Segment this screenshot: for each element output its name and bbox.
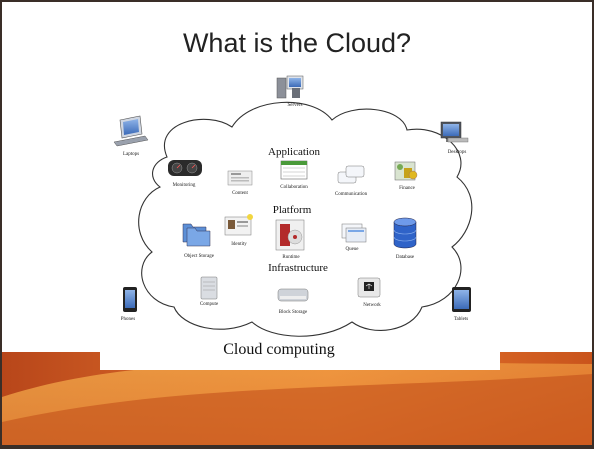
network-icon bbox=[357, 277, 381, 298]
finance-icon bbox=[394, 161, 418, 181]
layer-infrastructure: Infrastructure bbox=[268, 262, 328, 274]
gauge-icon bbox=[168, 160, 202, 176]
phone-icon bbox=[123, 287, 137, 312]
queue-label: Queue bbox=[345, 247, 359, 252]
layer-application: Application bbox=[268, 146, 320, 158]
database-icon bbox=[393, 217, 417, 249]
compute-icon bbox=[200, 276, 218, 300]
identity-label: Identity bbox=[231, 242, 247, 247]
communication-label: Communication bbox=[335, 192, 368, 197]
cloud-diagram: Servers Laptops Desktops Phones Tablets bbox=[2, 75, 592, 445]
laptop-icon bbox=[113, 115, 149, 147]
chat-icon bbox=[337, 165, 365, 184]
cloud-outline bbox=[138, 101, 473, 337]
desktop-icon bbox=[440, 121, 469, 143]
block-storage-icon bbox=[277, 288, 309, 302]
folder-icon bbox=[182, 223, 211, 247]
slide: What is the Cloud? bbox=[2, 2, 592, 445]
servers-icon bbox=[276, 75, 304, 99]
laptops-label: Laptops bbox=[123, 152, 139, 157]
phones-label: Phones bbox=[121, 317, 136, 322]
compute-label: Compute bbox=[200, 302, 219, 307]
tablet-icon bbox=[452, 287, 471, 312]
runtime-label: Runtime bbox=[282, 255, 300, 260]
servers-label: Servers bbox=[288, 103, 303, 108]
calendar-icon bbox=[280, 160, 308, 180]
monitoring-label: Monitoring bbox=[173, 183, 196, 188]
caption-backdrop bbox=[100, 332, 500, 370]
collaboration-label: Collaboration bbox=[280, 185, 308, 190]
slide-title: What is the Cloud? bbox=[182, 28, 412, 58]
content-label: Content bbox=[232, 191, 248, 196]
tablets-label: Tablets bbox=[454, 317, 468, 322]
queue-icon bbox=[341, 223, 367, 243]
layer-platform: Platform bbox=[273, 204, 312, 216]
runtime-icon bbox=[275, 219, 305, 251]
diagram-caption: Cloud computing bbox=[223, 341, 335, 358]
finance-label: Finance bbox=[399, 186, 416, 191]
network-label: Network bbox=[363, 303, 381, 308]
id-card-icon bbox=[224, 214, 253, 236]
object-storage-label: Object Storage bbox=[184, 254, 215, 259]
desktops-label: Desktops bbox=[448, 150, 467, 155]
content-icon bbox=[227, 170, 253, 186]
database-label: Database bbox=[396, 255, 415, 260]
block-storage-label: Block Storage bbox=[279, 310, 308, 315]
